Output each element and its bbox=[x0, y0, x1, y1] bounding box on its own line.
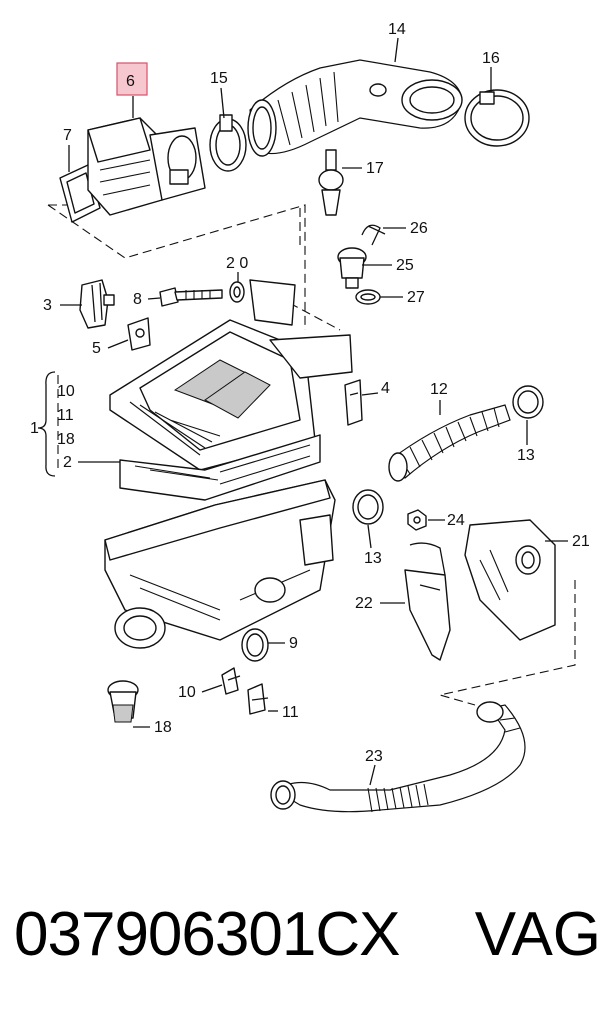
callout-27: 27 bbox=[407, 289, 425, 306]
callout-25: 25 bbox=[396, 257, 414, 274]
callout-5: 5 bbox=[92, 340, 101, 357]
callout-3: 3 bbox=[43, 297, 52, 314]
bracket-3 bbox=[79, 279, 115, 329]
callout-17: 17 bbox=[366, 160, 384, 177]
air-filter-lid bbox=[109, 279, 353, 471]
callout-11b: 11 bbox=[282, 704, 299, 721]
brand-name: VAG bbox=[474, 900, 600, 969]
intake-pipe-23 bbox=[270, 701, 526, 813]
clip-11 bbox=[247, 683, 269, 715]
part-footer: 037906301CX VAG bbox=[14, 895, 600, 975]
callout-22: 22 bbox=[355, 595, 373, 612]
callout-2: 2 bbox=[63, 454, 72, 471]
callout-14: 14 bbox=[388, 21, 406, 38]
callout-13b: 13 bbox=[364, 550, 382, 567]
corrugated-hose-12 bbox=[388, 404, 511, 482]
hose-clamp-13-upper bbox=[512, 385, 544, 419]
highlighted-callout-box bbox=[116, 62, 148, 96]
sensor-17 bbox=[318, 149, 344, 216]
callout-9: 9 bbox=[289, 635, 298, 652]
air-mass-meter-6 bbox=[87, 117, 206, 216]
callout-12: 12 bbox=[430, 381, 448, 398]
callout-8: 8 bbox=[133, 291, 142, 308]
bracket-5 bbox=[127, 317, 151, 351]
resonator-21 bbox=[464, 519, 556, 641]
rubber-mount-18 bbox=[107, 680, 139, 723]
callout-labels: 6 7 15 14 16 17 26 25 27 2 0 3 8 5 4 12 … bbox=[30, 21, 590, 765]
hose-clamp-13-lower bbox=[352, 489, 384, 525]
hose-clamp-16 bbox=[464, 89, 530, 147]
callout-13a: 13 bbox=[517, 447, 535, 464]
hose-clamp-15 bbox=[209, 114, 247, 172]
bolt-8 bbox=[159, 287, 223, 307]
callout-6: 6 bbox=[126, 73, 135, 90]
filter-element-2 bbox=[119, 434, 321, 501]
air-filter-lower-housing bbox=[104, 479, 336, 649]
callout-21: 21 bbox=[572, 533, 590, 550]
intake-hose-14 bbox=[247, 59, 463, 157]
callout-26: 26 bbox=[410, 220, 428, 237]
callout-10a: 10 bbox=[57, 383, 75, 400]
valve-25 bbox=[337, 247, 367, 289]
callout-7: 7 bbox=[63, 127, 72, 144]
callout-24: 24 bbox=[447, 512, 465, 529]
parts-diagram: 6 7 15 14 16 17 26 25 27 2 0 3 8 5 4 12 … bbox=[30, 21, 590, 813]
callout-18a: 18 bbox=[57, 431, 75, 448]
o-ring-9 bbox=[241, 628, 269, 662]
o-ring-27 bbox=[355, 289, 381, 305]
part-number: 037906301CX bbox=[14, 900, 400, 969]
callout-16: 16 bbox=[482, 50, 500, 67]
callout-11a: 11 bbox=[57, 407, 74, 424]
nut-24 bbox=[407, 509, 427, 531]
bracket-22 bbox=[404, 542, 451, 661]
callout-20: 2 0 bbox=[226, 255, 248, 272]
clip-10 bbox=[221, 667, 241, 695]
callout-1: 1 bbox=[30, 420, 39, 437]
callout-4: 4 bbox=[381, 380, 390, 397]
callout-10b: 10 bbox=[178, 684, 196, 701]
callout-15: 15 bbox=[210, 70, 228, 87]
washer-20 bbox=[229, 281, 245, 303]
callout-18b: 18 bbox=[154, 719, 172, 736]
bracket-4 bbox=[344, 379, 363, 426]
callout-23: 23 bbox=[365, 748, 383, 765]
leader-lines bbox=[37, 37, 568, 786]
clip-26 bbox=[361, 224, 386, 246]
